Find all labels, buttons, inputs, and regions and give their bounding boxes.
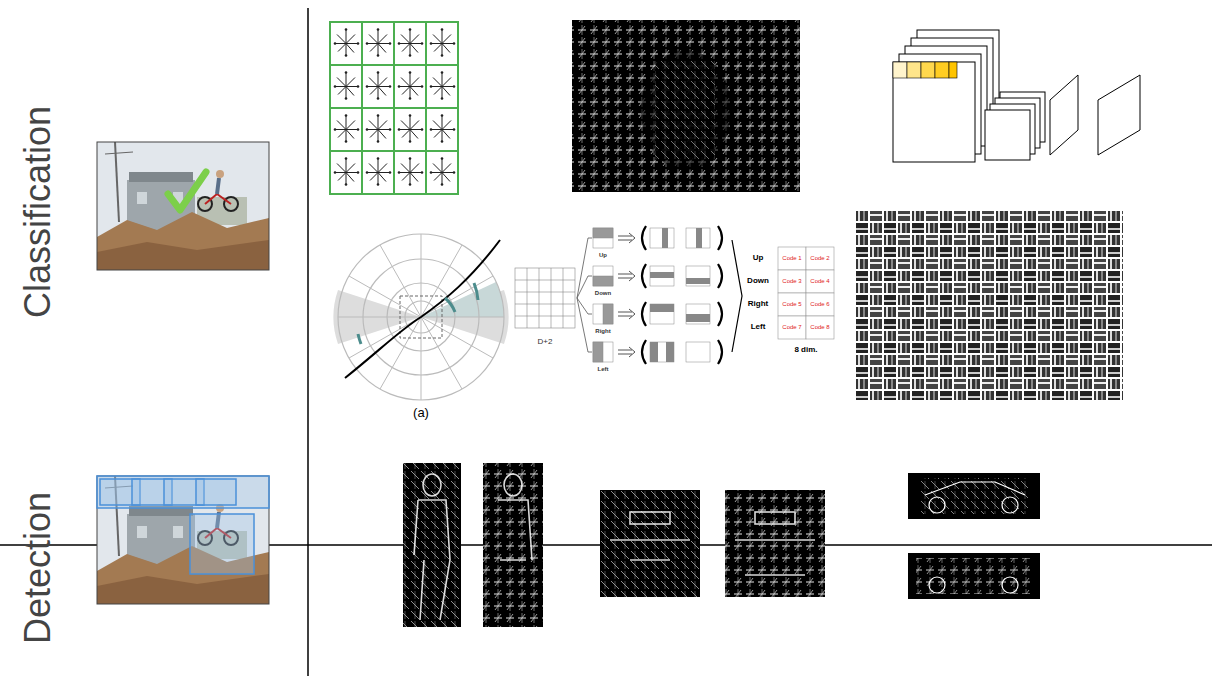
direction-label: Down [595,290,611,296]
code-cell: Code 7 [782,324,801,330]
direction-label: Right [748,300,768,308]
direction-label: Right [595,328,610,334]
direction-label: Left [751,323,766,331]
row-title: Classification [20,106,56,318]
direction-label: Down [747,277,769,285]
code-cell: Code 8 [810,324,829,330]
code-cell: Code 2 [810,255,829,261]
code-cell: Code 4 [810,278,829,284]
figure-tag: (a) [413,406,429,419]
direction-label: Left [598,366,609,372]
code-cell: Code 3 [782,278,801,284]
direction-label: Up [599,252,607,258]
code-cell: Code 1 [782,255,801,261]
dimension-label: 8 dim. [794,346,817,354]
row-title: Detection [20,492,56,644]
direction-label: Up [753,254,764,262]
code-cell: Code 5 [782,301,801,307]
dimension-label: D+2 [538,338,553,346]
code-cell: Code 6 [810,301,829,307]
